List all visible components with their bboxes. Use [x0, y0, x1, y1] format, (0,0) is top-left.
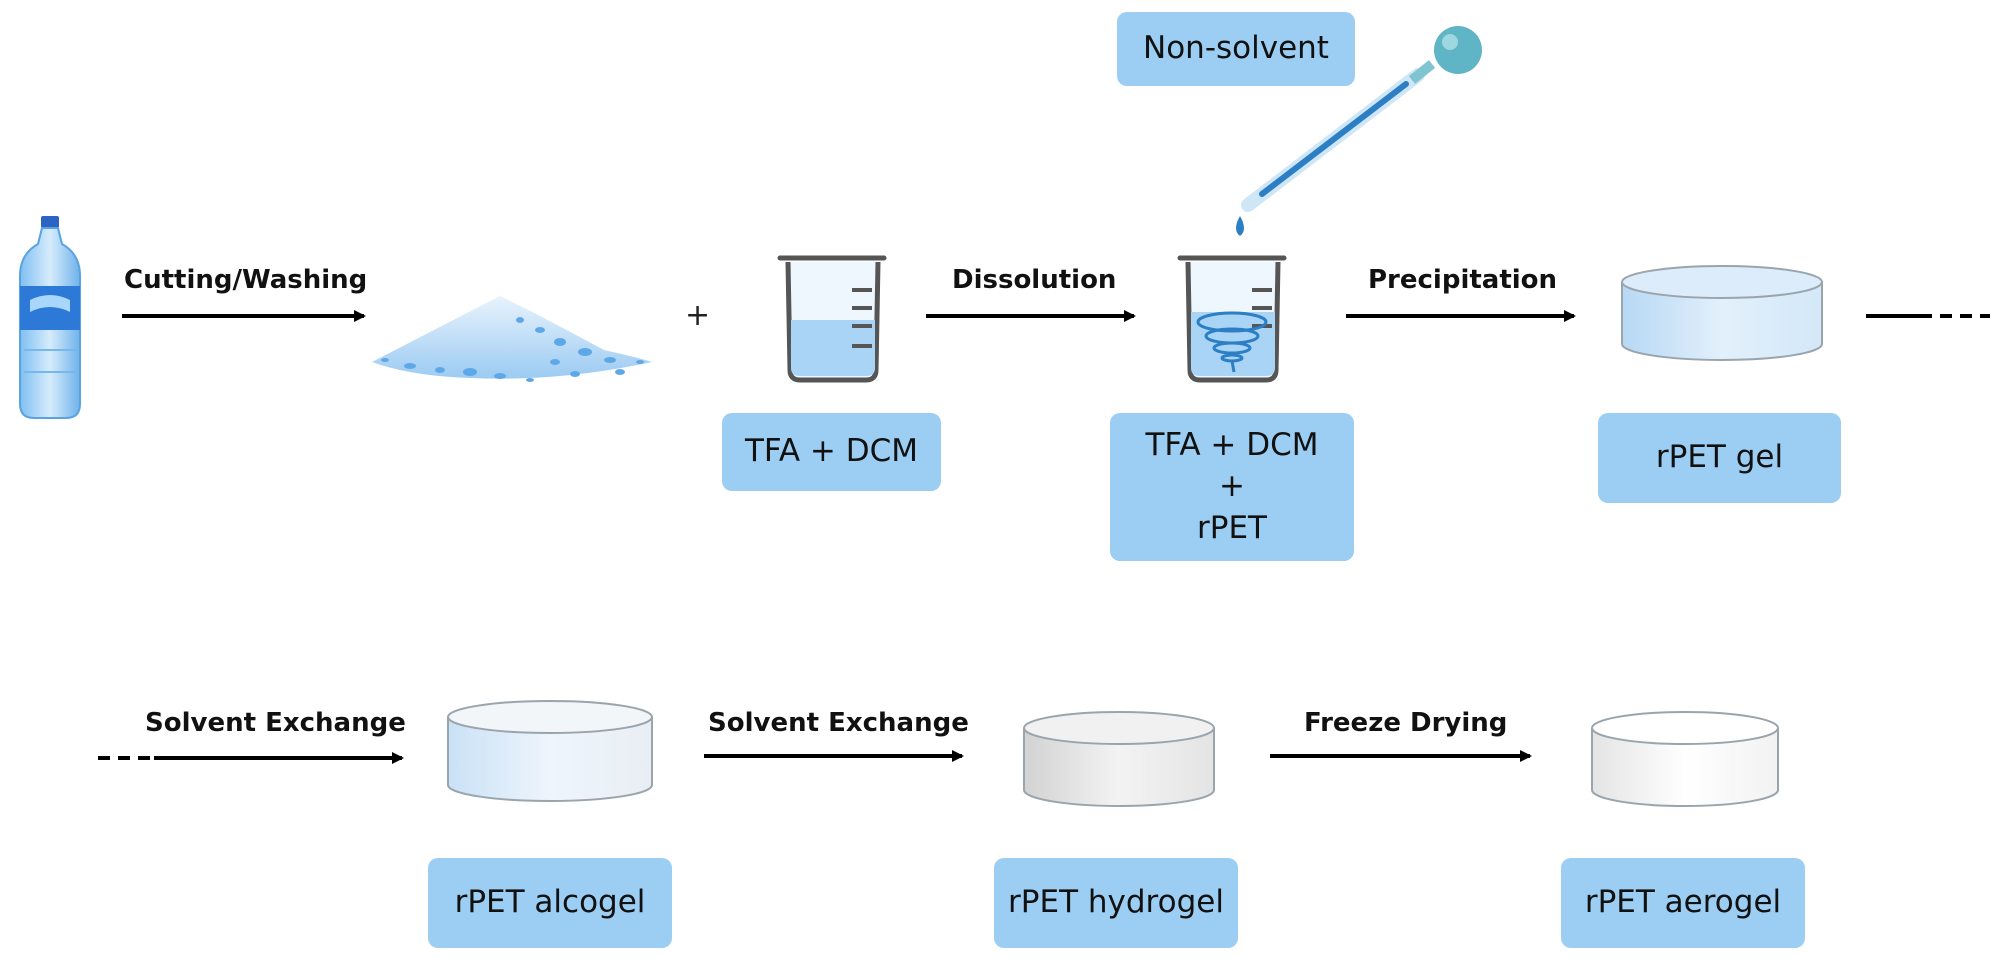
- mixture-line-3: rPET: [1197, 509, 1267, 546]
- step-label-freeze-drying: Freeze Drying: [1304, 708, 1508, 738]
- gel-disc-icon: [1621, 265, 1823, 361]
- gel-disc-icon: [1023, 711, 1215, 807]
- mixture-line-1: TFA + DCM: [1145, 427, 1319, 464]
- step-label-solvent-exchange-2: Solvent Exchange: [708, 708, 969, 738]
- step-label-dissolution: Dissolution: [952, 265, 1117, 295]
- step-label-solvent-exchange-1: Solvent Exchange: [145, 708, 406, 738]
- beaker-icon: [1177, 255, 1287, 383]
- plastic-flakes-icon: [372, 296, 652, 382]
- gel-disc-icon: [1591, 711, 1779, 807]
- gel-disc-icon: [447, 700, 653, 802]
- vortex-icon: [1196, 311, 1268, 373]
- step-label-cutting: Cutting/Washing: [124, 265, 368, 295]
- beaker-icon: [777, 255, 887, 383]
- label-non-solvent: Non-solvent: [1117, 12, 1355, 86]
- label-rpet-gel: rPET gel: [1598, 413, 1841, 503]
- label-rpet-hydrogel: rPET hydrogel: [994, 858, 1238, 948]
- step-label-precipitation: Precipitation: [1368, 265, 1558, 295]
- label-tfa-dcm: TFA + DCM: [722, 413, 941, 491]
- label-solution-mixture: TFA + DCM + rPET: [1110, 413, 1354, 561]
- label-rpet-aerogel: rPET aerogel: [1561, 858, 1805, 948]
- plus-sign: +: [685, 298, 711, 333]
- dropper-icon: [1236, 26, 1482, 236]
- label-rpet-alcogel: rPET alcogel: [428, 858, 672, 948]
- plastic-bottle-icon: [19, 216, 81, 419]
- mixture-line-2: +: [1219, 468, 1245, 505]
